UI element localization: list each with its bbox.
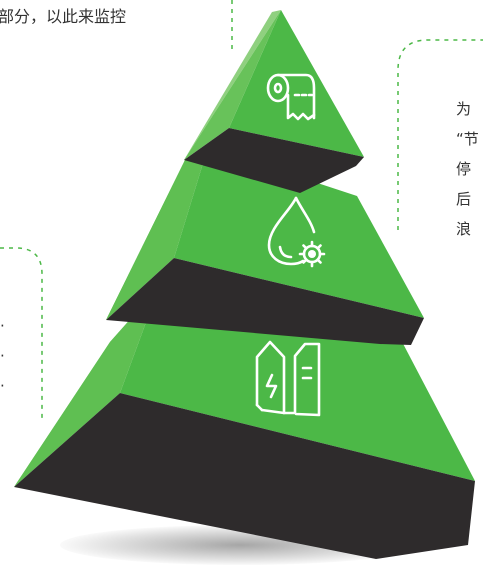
right-line-5: 浪: [456, 220, 472, 238]
top-left-description: 部分，以此来监控: [0, 7, 127, 26]
right-line-4: 后: [456, 190, 472, 208]
tier-middle: [106, 147, 424, 345]
toilet-paper-roll-icon: [266, 73, 316, 121]
water-drop-gear-icon: [267, 196, 326, 268]
left-description: · · ·: [0, 313, 16, 403]
battery-buildings-icon: [255, 340, 321, 417]
tier-top-front-left: [184, 10, 281, 160]
right-line-1: 为: [456, 100, 472, 118]
left-line-2: ·: [0, 347, 5, 365]
tier-top-front-face: [229, 10, 364, 157]
connector-lines: [0, 0, 483, 420]
tier-middle-front-left: [106, 147, 208, 320]
left-line-1: ·: [0, 317, 5, 335]
tier-top: [184, 10, 364, 193]
right-line-2: “节: [456, 130, 479, 148]
tier-bottom-front-left: [14, 287, 159, 487]
right-description: 为 “节 停 后 浪: [456, 96, 483, 246]
connector-right: [397, 39, 483, 230]
right-line-3: 停: [456, 160, 472, 178]
tier-bottom-dark-band: [14, 393, 475, 559]
tier-top-dark-band: [184, 128, 364, 193]
left-line-3: ·: [0, 377, 5, 395]
tier-middle-dark-band: [106, 258, 424, 345]
connector-left: [0, 247, 43, 420]
tier-middle-front-face: [174, 147, 424, 318]
